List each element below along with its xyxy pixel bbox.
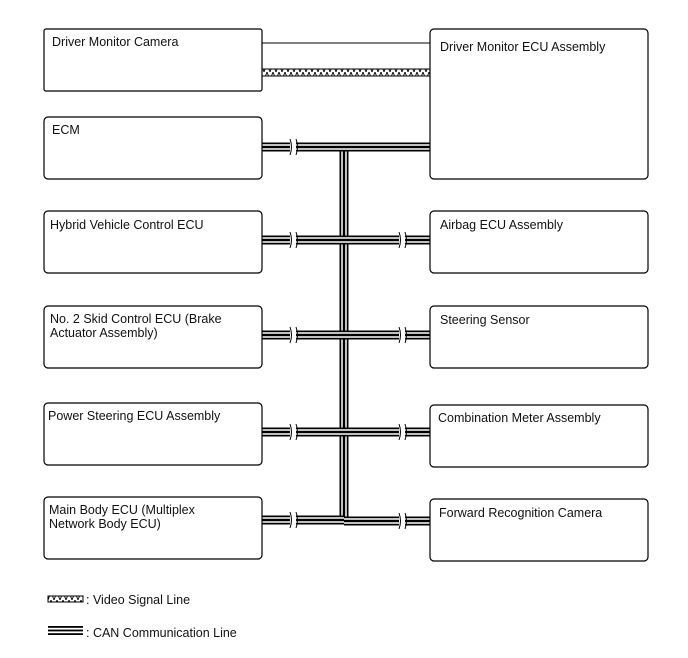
line-break-mark <box>398 326 401 344</box>
legend: : Video Signal Line : CAN Communication … <box>47 593 237 640</box>
node-label-line: Driver Monitor Camera <box>52 35 178 49</box>
line-break-mark <box>295 138 298 156</box>
node-label: Airbag ECU Assembly <box>440 218 564 232</box>
video-line-swatch <box>47 595 84 603</box>
node-driver-monitor-camera: Driver Monitor Camera <box>43 28 263 92</box>
node-label-line: Driver Monitor ECU Assembly <box>440 40 606 54</box>
line-break-gap <box>290 233 296 247</box>
legend-video-signal: : Video Signal Line <box>47 593 190 607</box>
node-label-line: ECM <box>52 123 80 137</box>
node-label: Driver Monitor ECU Assembly <box>440 40 606 54</box>
node-label-line: Power Steering ECU Assembly <box>48 409 221 423</box>
line-break-mark <box>289 511 292 529</box>
line-break-mark <box>289 423 292 441</box>
node-label-line: Airbag ECU Assembly <box>440 218 564 232</box>
line-break-mark <box>404 231 407 249</box>
node-label-line: Hybrid Vehicle Control ECU <box>50 218 204 232</box>
node-forward-recognition-camera: Forward Recognition Camera <box>429 498 649 562</box>
node-label-line: Actuator Assembly) <box>50 326 158 340</box>
node-label: Forward Recognition Camera <box>439 506 602 520</box>
line-break-mark <box>295 423 298 441</box>
node-label: ECM <box>52 123 80 137</box>
node-label: Hybrid Vehicle Control ECU <box>50 218 204 232</box>
node-label: Power Steering ECU Assembly <box>48 409 221 423</box>
node-label-line: Main Body ECU (Multiplex <box>49 503 196 517</box>
video-signal-connection <box>261 42 431 77</box>
node-label-line: No. 2 Skid Control ECU (Brake <box>50 312 222 326</box>
node-label-line: Network Body ECU) <box>49 517 161 531</box>
line-break-gap <box>399 425 405 439</box>
line-break-gap <box>290 425 296 439</box>
line-break-mark <box>295 511 298 529</box>
node-label-line: Steering Sensor <box>440 313 530 327</box>
legend-video-label: : Video Signal Line <box>86 593 190 607</box>
line-break-mark <box>289 138 292 156</box>
node-label-line: Forward Recognition Camera <box>439 506 602 520</box>
line-break-mark <box>295 231 298 249</box>
line-break-mark <box>295 326 298 344</box>
line-break-mark <box>398 423 401 441</box>
line-break-gap <box>399 233 405 247</box>
line-break-gap <box>290 513 296 527</box>
node-driver-monitor-ecu: Driver Monitor ECU Assembly <box>429 28 649 180</box>
legend-can: : CAN Communication Line <box>48 626 237 640</box>
node-ecm: ECM <box>43 116 263 180</box>
line-break-mark <box>404 512 407 530</box>
node-combination-meter: Combination Meter Assembly <box>429 404 649 468</box>
line-break-mark <box>289 326 292 344</box>
line-break-gap <box>399 514 405 528</box>
can-line-swatch <box>48 626 83 635</box>
node-steering-sensor: Steering Sensor <box>429 305 649 369</box>
line-break-gap <box>290 140 296 154</box>
node-label-line: Combination Meter Assembly <box>438 411 601 425</box>
line-break-mark <box>398 512 401 530</box>
node-airbag-ecu: Airbag ECU Assembly <box>429 210 649 274</box>
line-break-gap <box>399 328 405 342</box>
line-break-mark <box>398 231 401 249</box>
line-break-gap <box>290 328 296 342</box>
node-hybrid-vehicle-control-ecu: Hybrid Vehicle Control ECU <box>43 210 263 274</box>
legend-can-label: : CAN Communication Line <box>86 626 237 640</box>
node-label: Steering Sensor <box>440 313 530 327</box>
line-break-mark <box>404 326 407 344</box>
node-label: Driver Monitor Camera <box>52 35 178 49</box>
line-break-mark <box>404 423 407 441</box>
can-bus <box>262 138 430 530</box>
node-power-steering-ecu: Power Steering ECU Assembly <box>43 402 263 466</box>
line-break-mark <box>289 231 292 249</box>
node-label: Combination Meter Assembly <box>438 411 601 425</box>
